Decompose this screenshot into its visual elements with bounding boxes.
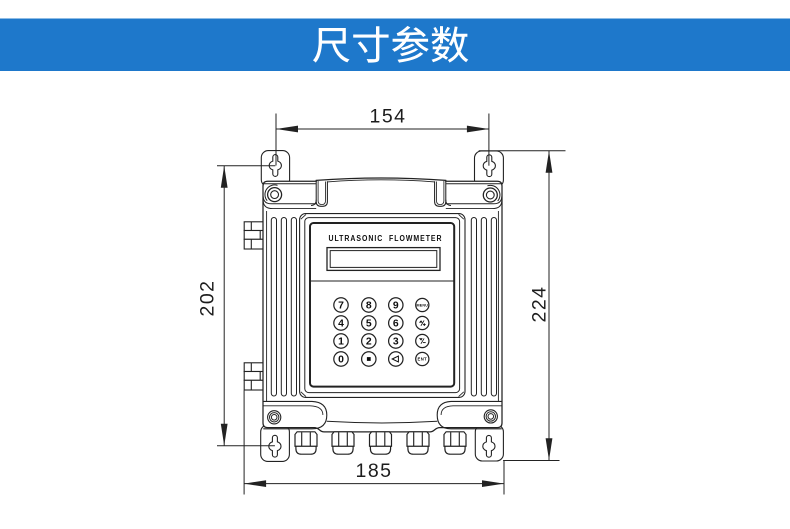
svg-text:1: 1 (338, 337, 344, 348)
svg-text:224: 224 (529, 285, 551, 322)
svg-text:6: 6 (393, 319, 399, 330)
svg-text:8: 8 (366, 301, 372, 312)
svg-text:4: 4 (338, 319, 344, 330)
svg-text:7: 7 (338, 301, 344, 312)
svg-text:0: 0 (338, 355, 344, 366)
svg-text:ULTRASONIC FLOWMETER: ULTRASONIC FLOWMETER (329, 234, 443, 243)
svg-text:202: 202 (197, 279, 219, 316)
svg-text:5: 5 (366, 319, 372, 330)
svg-text:185: 185 (355, 460, 392, 482)
svg-text:3: 3 (393, 337, 399, 348)
svg-text:2: 2 (366, 337, 372, 348)
svg-text:ENT: ENT (418, 356, 428, 361)
svg-text:154: 154 (369, 106, 406, 128)
svg-text:9: 9 (393, 301, 399, 312)
svg-text:MENU: MENU (416, 303, 428, 307)
